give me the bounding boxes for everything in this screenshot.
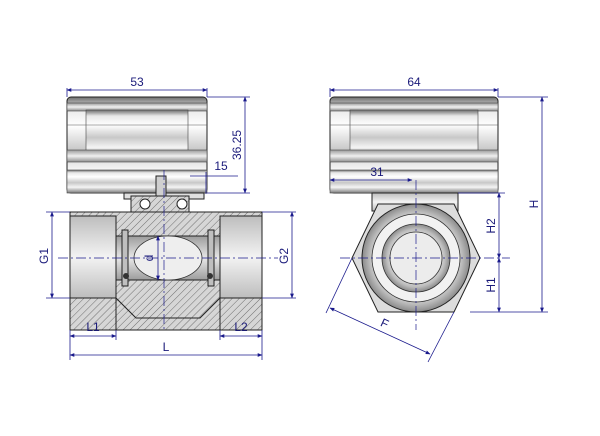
- front-view: 53 36.25 15 G1 G2: [37, 75, 296, 360]
- dim-side-offset: 31: [329, 165, 413, 182]
- side-view: 64 31 H H2 H1 F: [325, 75, 548, 363]
- dim-side-width-label: 64: [407, 75, 421, 89]
- dim-upper-height: H2: [458, 192, 505, 259]
- dim-length-label: L: [163, 340, 170, 354]
- dim-lower-height: H1: [484, 257, 501, 313]
- dim-lower-height-label: H1: [484, 277, 498, 293]
- dim-length: L: [69, 340, 263, 357]
- actuator-housing-front: [66, 96, 208, 194]
- dim-port-left-label: G1: [37, 248, 51, 264]
- dim-port-right: G2: [262, 211, 296, 299]
- valve-body-section: [69, 211, 263, 331]
- dim-total-height: H: [470, 96, 548, 313]
- dim-thread-left-label: L1: [86, 320, 100, 334]
- actuator-housing-side: [329, 96, 499, 194]
- dim-hex-label: F: [378, 315, 391, 331]
- dim-bore-label: d: [142, 255, 156, 262]
- dim-hex-across-flats: F: [325, 257, 455, 363]
- dim-bore: d: [142, 235, 160, 281]
- dim-actuator-height-label: 36.25: [230, 130, 244, 160]
- dim-total-height-label: H: [527, 200, 541, 209]
- dim-front-width: 53: [66, 75, 208, 97]
- dim-front-width-label: 53: [130, 75, 144, 89]
- dim-actuator-height: 36.25: [207, 96, 250, 194]
- dim-thread-right-label: L2: [234, 320, 248, 334]
- dim-thread-lengths: L1 L2: [69, 320, 263, 360]
- dim-side-offset-label: 31: [370, 165, 384, 179]
- dim-port-left: G1: [37, 211, 70, 299]
- dim-stem: 15: [190, 159, 238, 194]
- dim-stem-label: 15: [214, 159, 228, 173]
- dim-side-width: 64: [329, 75, 499, 97]
- dim-port-right-label: G2: [277, 248, 291, 264]
- dim-upper-height-label: H2: [484, 218, 498, 234]
